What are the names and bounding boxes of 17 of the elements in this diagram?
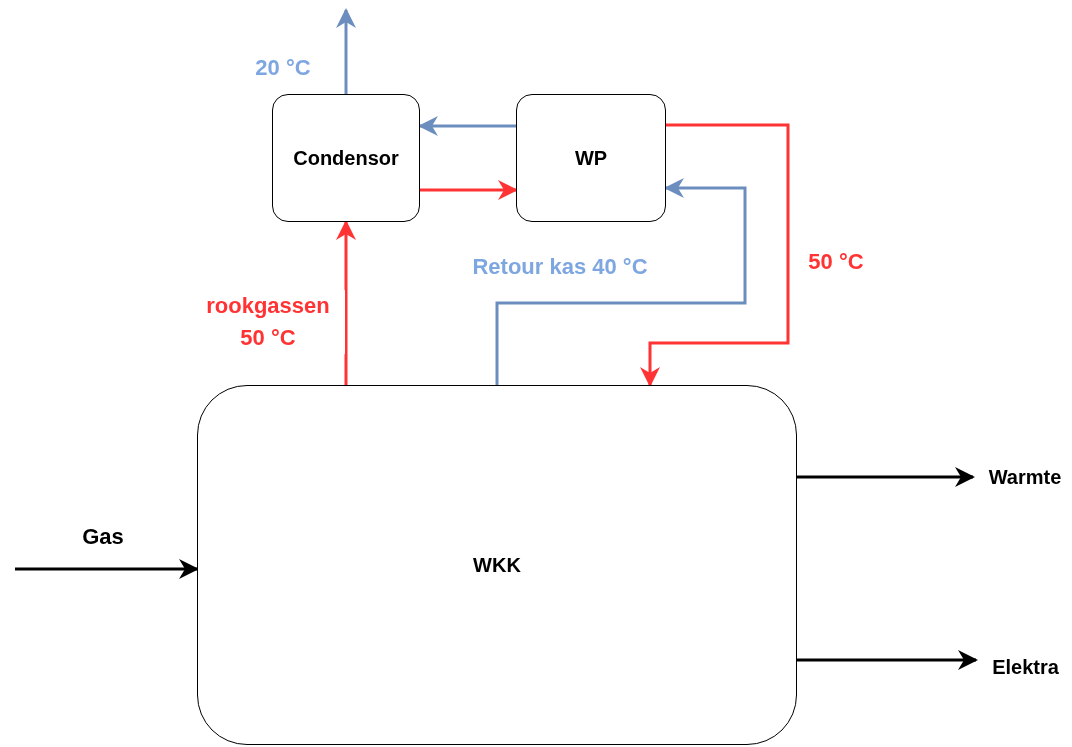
process-box [516, 94, 666, 222]
arrow [640, 123, 790, 387]
arrow [15, 559, 199, 579]
box-label: Condensor [293, 146, 399, 170]
arrow [495, 178, 747, 385]
arrow [797, 650, 978, 670]
process-box [272, 94, 420, 222]
arrow [336, 220, 356, 385]
output-label: Warmte [975, 460, 1072, 494]
arrow [418, 116, 516, 136]
output-label: Elektra [978, 650, 1072, 684]
arrow [336, 8, 356, 94]
process-box [197, 385, 797, 745]
arrow [797, 467, 975, 487]
arrow [420, 180, 518, 200]
box-label: WP [574, 146, 608, 170]
box-label: WKK [473, 553, 521, 577]
